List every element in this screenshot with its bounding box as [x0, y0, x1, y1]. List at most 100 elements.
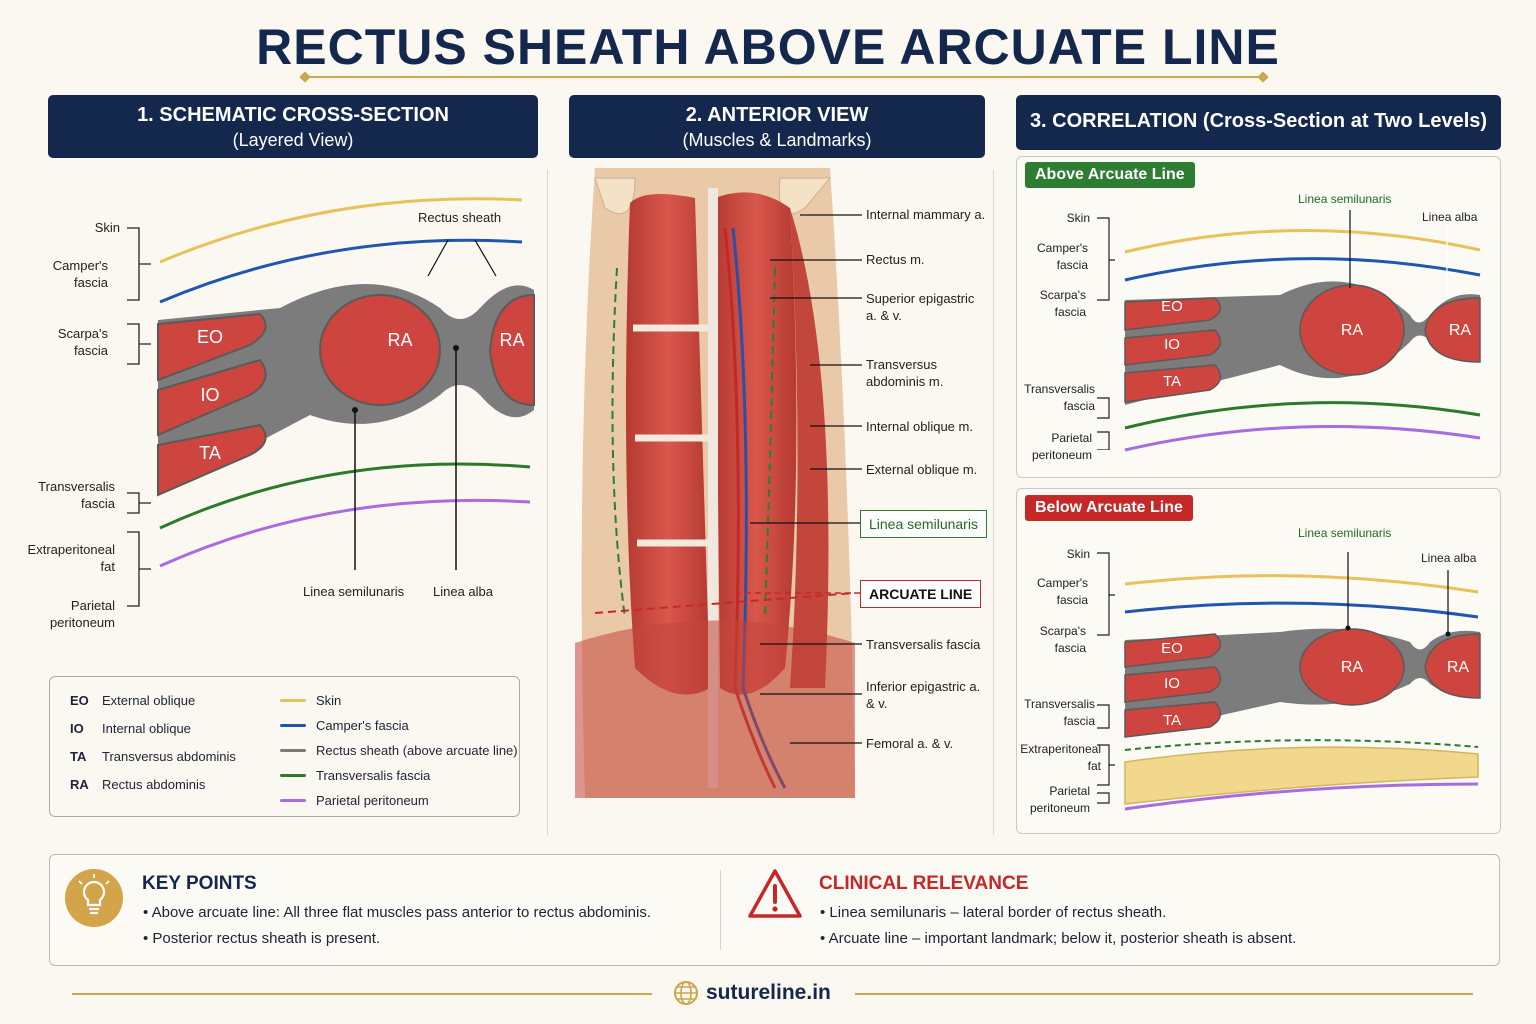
above-ra-left	[1299, 284, 1405, 376]
warning-icon	[748, 869, 802, 918]
ra-label-right: RA	[499, 330, 525, 350]
above-peritoneum-label: Parietal peritoneum	[1031, 431, 1092, 462]
panel3-header: 3. CORRELATION (Cross-Section at Two Lev…	[1016, 95, 1501, 150]
key-point-item-1: Above arcuate line: All three flat muscl…	[143, 904, 651, 921]
below-skin-label: Skin	[1066, 547, 1090, 561]
title-divider	[305, 76, 1263, 78]
below-semilunaris-label: Linea semilunaris	[1298, 526, 1392, 540]
below-peritoneum-label: Parietal peritoneum	[1029, 784, 1090, 815]
rectus-muscle-right	[715, 192, 797, 695]
below-eo-label: EO	[1161, 640, 1183, 657]
legend-line-item: Rectus sheath (above arcuate line)	[280, 738, 518, 763]
p1-brackets	[127, 227, 151, 607]
clinical-title: CLINICAL RELEVANCE	[819, 873, 1029, 894]
linea-semilunaris-right	[764, 267, 776, 619]
below-scarpas-label: Scarpa's fascia	[1039, 624, 1086, 655]
panel1-title: 1. SCHEMATIC CROSS-SECTION	[137, 104, 449, 126]
below-campers-label: Camper's fascia	[1037, 576, 1088, 607]
above-ra-left-label: RA	[1340, 322, 1364, 339]
ra-muscle-right	[488, 293, 535, 407]
p2-rectus-label: Rectus m.	[866, 252, 925, 267]
below-ra-left	[1299, 628, 1405, 706]
below-ra-right-label: RA	[1446, 659, 1470, 676]
above-badge: Above Arcuate Line	[1025, 162, 1195, 188]
panel1-subtitle: (Layered View)	[232, 130, 354, 150]
below-badge: Below Arcuate Line	[1025, 495, 1193, 521]
key-points-title: KEY POINTS	[142, 873, 257, 894]
below-eo	[1124, 633, 1222, 668]
rectus-sheath-leader-a	[427, 239, 449, 277]
panel3-title: 3. CORRELATION (Cross-Section at Two Lev…	[1029, 110, 1488, 132]
lightbulb-icon	[65, 869, 123, 927]
p2-external-oblique-label: External oblique m.	[866, 462, 978, 477]
campers-fascia-line	[159, 238, 523, 304]
above-eo-label: EO	[1161, 298, 1183, 315]
linea-alba-dot	[453, 345, 459, 351]
p1-rectus-sheath-label: Rectus sheath	[418, 210, 502, 225]
below-campers-line	[1124, 601, 1479, 619]
io-muscle	[157, 358, 267, 437]
p2-transversus-label: Transversus abdominis m.	[866, 357, 944, 389]
column-divider-2	[993, 170, 994, 835]
below-io-label: IO	[1164, 675, 1180, 692]
oblique-muscles	[790, 208, 829, 688]
ra-muscle-left	[319, 294, 441, 406]
peritoneum-line	[159, 498, 531, 568]
p2-linea-semilunaris-callout: Linea semilunaris	[860, 510, 987, 538]
panel2-header: 2. ANTERIOR VIEW (Muscles & Landmarks)	[569, 95, 985, 158]
above-scarpas-label: Scarpa's fascia	[1039, 288, 1086, 319]
below-brackets	[1097, 552, 1115, 804]
lower-abdominal-wall	[575, 620, 855, 798]
above-transversalis-line	[1124, 401, 1481, 430]
above-io	[1124, 329, 1222, 366]
footer-site-link[interactable]: sutureline.in	[706, 981, 831, 1004]
above-cross-section	[1124, 210, 1481, 452]
p2-femoral-label: Femoral a. & v.	[866, 736, 954, 751]
below-cross-section	[1124, 552, 1481, 811]
schematic-cross-section	[157, 197, 535, 570]
above-ta-label: TA	[1162, 373, 1182, 390]
linea-semilunaris-dot	[352, 407, 358, 413]
below-transversalis-label: Transversalis fascia	[1024, 697, 1095, 728]
above-eo	[1124, 297, 1222, 331]
above-transversalis-label: Transversalis fascia	[1024, 382, 1095, 413]
above-peritoneum-line	[1124, 424, 1481, 452]
p2-superior-epigastric-label: Superior epigastric a. & v.	[866, 291, 975, 323]
above-alba-label: Linea alba	[1422, 210, 1478, 224]
clinical-item-2: Arcuate line – important landmark; below…	[820, 930, 1297, 947]
key-point-item-2: Posterior rectus sheath is present.	[143, 930, 380, 947]
above-io-label: IO	[1164, 336, 1180, 353]
skin-line	[159, 197, 523, 264]
footer-rule-right	[855, 993, 1473, 995]
below-skin-line	[1124, 574, 1479, 594]
legend-line-item: Camper's fascia	[280, 713, 518, 738]
below-extraperitoneal-label: Extraperitoneal fat	[1020, 742, 1101, 773]
p1-skin-label: Skin	[94, 220, 120, 235]
p1-linea-alba-label: Linea alba	[433, 584, 493, 599]
p1-peritoneum-label: Parietal peritoneum	[49, 598, 115, 630]
p2-arcuate-line-callout: ARCUATE LINE	[860, 580, 982, 608]
below-io	[1124, 666, 1222, 703]
below-extraperitoneal-fat	[1124, 746, 1479, 805]
below-ta-label: TA	[1162, 712, 1182, 729]
p1-scarpas-label: Scarpa's fascia	[57, 326, 108, 358]
below-alba-label: Linea alba	[1421, 551, 1477, 565]
above-ta	[1124, 364, 1222, 403]
p1-extraperitoneal-label: Extraperitoneal fat	[27, 542, 115, 574]
ra-label-left: RA	[387, 330, 413, 350]
legend-line-item: Transversalis fascia	[280, 763, 518, 788]
footer-rule-left	[72, 993, 652, 995]
linea-semilunaris-left	[611, 267, 626, 619]
panel2-subtitle: (Muscles & Landmarks)	[682, 130, 872, 150]
legend-line-item: Parietal peritoneum	[280, 788, 518, 813]
tendinous-intersections	[633, 324, 709, 547]
p2-transversalis-label: Transversalis fascia	[866, 637, 981, 652]
page-title: RECTUS SHEATH ABOVE ARCUATE LINE	[256, 19, 1280, 75]
p2-leader-lines	[740, 214, 862, 744]
legend-line-item: Skin	[280, 688, 518, 713]
above-semilunaris-label: Linea semilunaris	[1298, 192, 1392, 206]
anterior-view-illustration	[575, 168, 856, 798]
